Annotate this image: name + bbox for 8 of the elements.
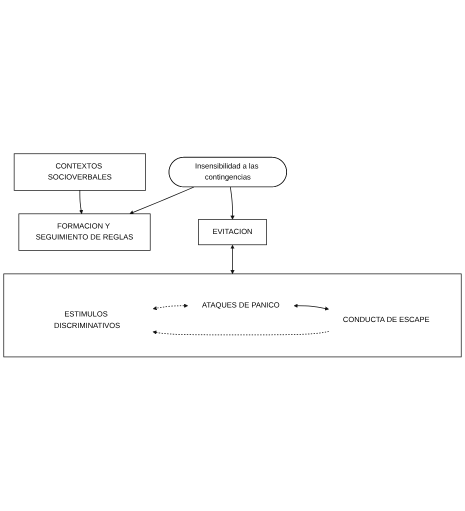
cluster: [3, 274, 462, 358]
arrow: [129, 186, 194, 214]
arrow: [230, 186, 235, 220]
arrow: [294, 304, 330, 311]
arrow: [152, 304, 188, 310]
arrow: [79, 190, 84, 214]
arrow: [152, 330, 330, 336]
arrow: [230, 244, 235, 274]
